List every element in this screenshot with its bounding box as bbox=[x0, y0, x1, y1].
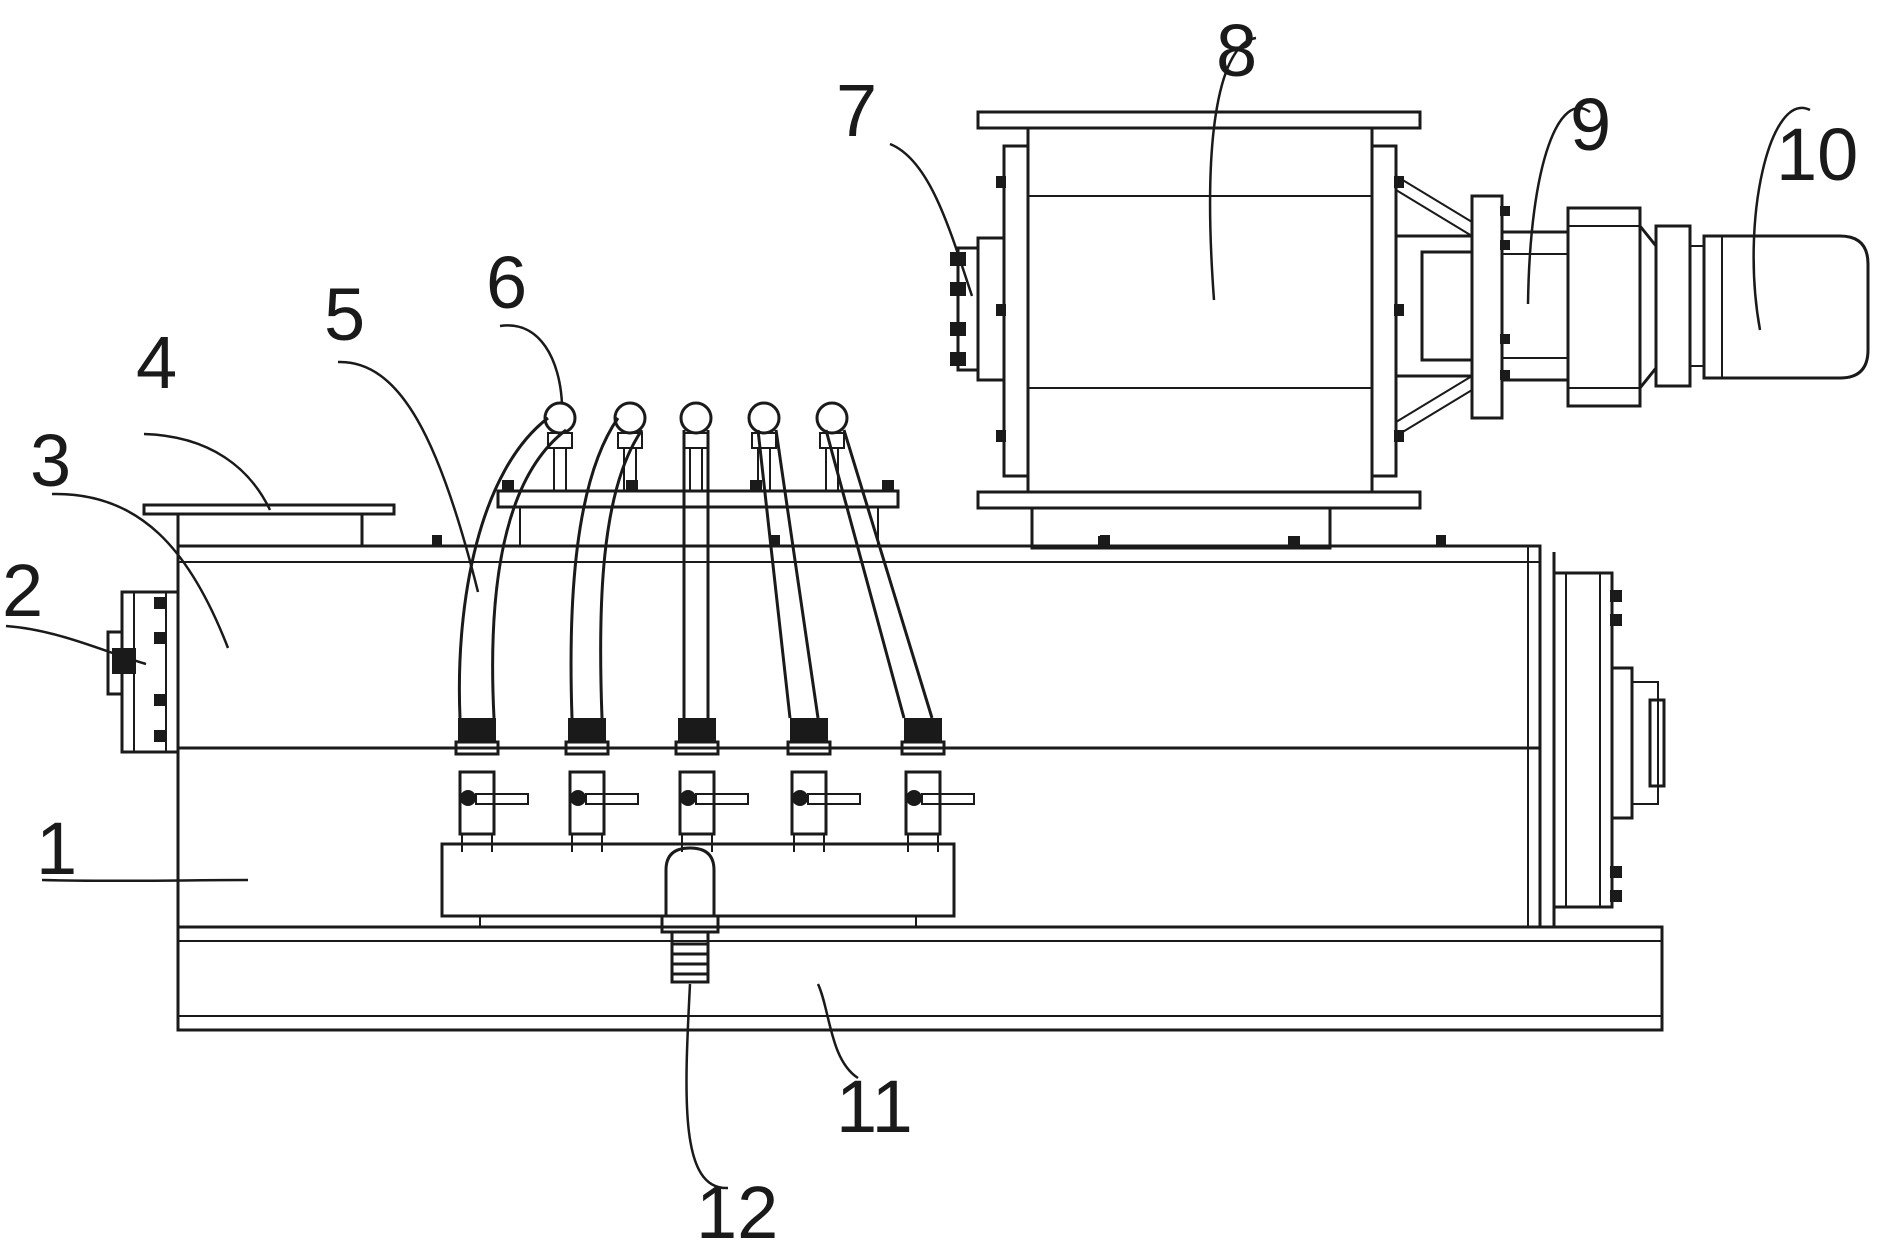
main-body bbox=[176, 535, 1556, 929]
label-12: 12 bbox=[696, 1171, 778, 1251]
leader-lines bbox=[5, 36, 1811, 1190]
right-gearbox bbox=[1552, 571, 1666, 909]
inlet-hopper bbox=[142, 503, 396, 548]
nozzle-heads bbox=[543, 401, 849, 491]
leader-6 bbox=[499, 324, 564, 405]
rotary-feeder bbox=[976, 110, 1422, 550]
label-5: 5 bbox=[324, 273, 365, 356]
outlet-pipe bbox=[660, 846, 720, 984]
label-3: 3 bbox=[30, 419, 71, 502]
leader-10 bbox=[1752, 106, 1811, 331]
leader-9 bbox=[1526, 106, 1591, 305]
label-6: 6 bbox=[486, 241, 527, 324]
valve bbox=[786, 718, 861, 852]
label-10: 10 bbox=[1776, 113, 1858, 196]
valve bbox=[454, 718, 529, 852]
valve bbox=[564, 718, 639, 852]
label-8: 8 bbox=[1216, 9, 1257, 92]
drive-coupling bbox=[1394, 175, 1570, 437]
nozzle-head bbox=[613, 401, 647, 491]
leader-2 bbox=[5, 624, 147, 666]
leader-12 bbox=[685, 983, 729, 1190]
label-2: 2 bbox=[2, 549, 43, 632]
leader-8 bbox=[1208, 36, 1257, 301]
leader-11 bbox=[816, 983, 859, 1080]
valves bbox=[454, 718, 975, 852]
label-7: 7 bbox=[836, 69, 877, 152]
end-cover bbox=[950, 236, 1006, 382]
valve bbox=[674, 718, 749, 852]
label-1: 1 bbox=[36, 807, 77, 890]
label-4: 4 bbox=[136, 321, 177, 404]
label-9: 9 bbox=[1570, 83, 1611, 166]
nozzle-head bbox=[747, 401, 781, 491]
part-labels: 1 2 3 4 5 6 7 8 9 10 11 12 bbox=[2, 9, 1858, 1251]
gear-motor bbox=[1566, 206, 1870, 408]
hoses bbox=[457, 416, 934, 719]
nozzle-head bbox=[815, 401, 849, 491]
leader-4 bbox=[143, 432, 272, 511]
leader-5 bbox=[337, 360, 480, 593]
leader-3 bbox=[51, 492, 230, 649]
nozzle-head bbox=[679, 401, 713, 491]
leader-1 bbox=[41, 878, 249, 883]
valve bbox=[900, 718, 975, 852]
label-11: 11 bbox=[836, 1065, 913, 1148]
left-bearing bbox=[106, 590, 180, 754]
base-frame bbox=[176, 925, 1664, 1032]
leader-7 bbox=[889, 142, 974, 297]
